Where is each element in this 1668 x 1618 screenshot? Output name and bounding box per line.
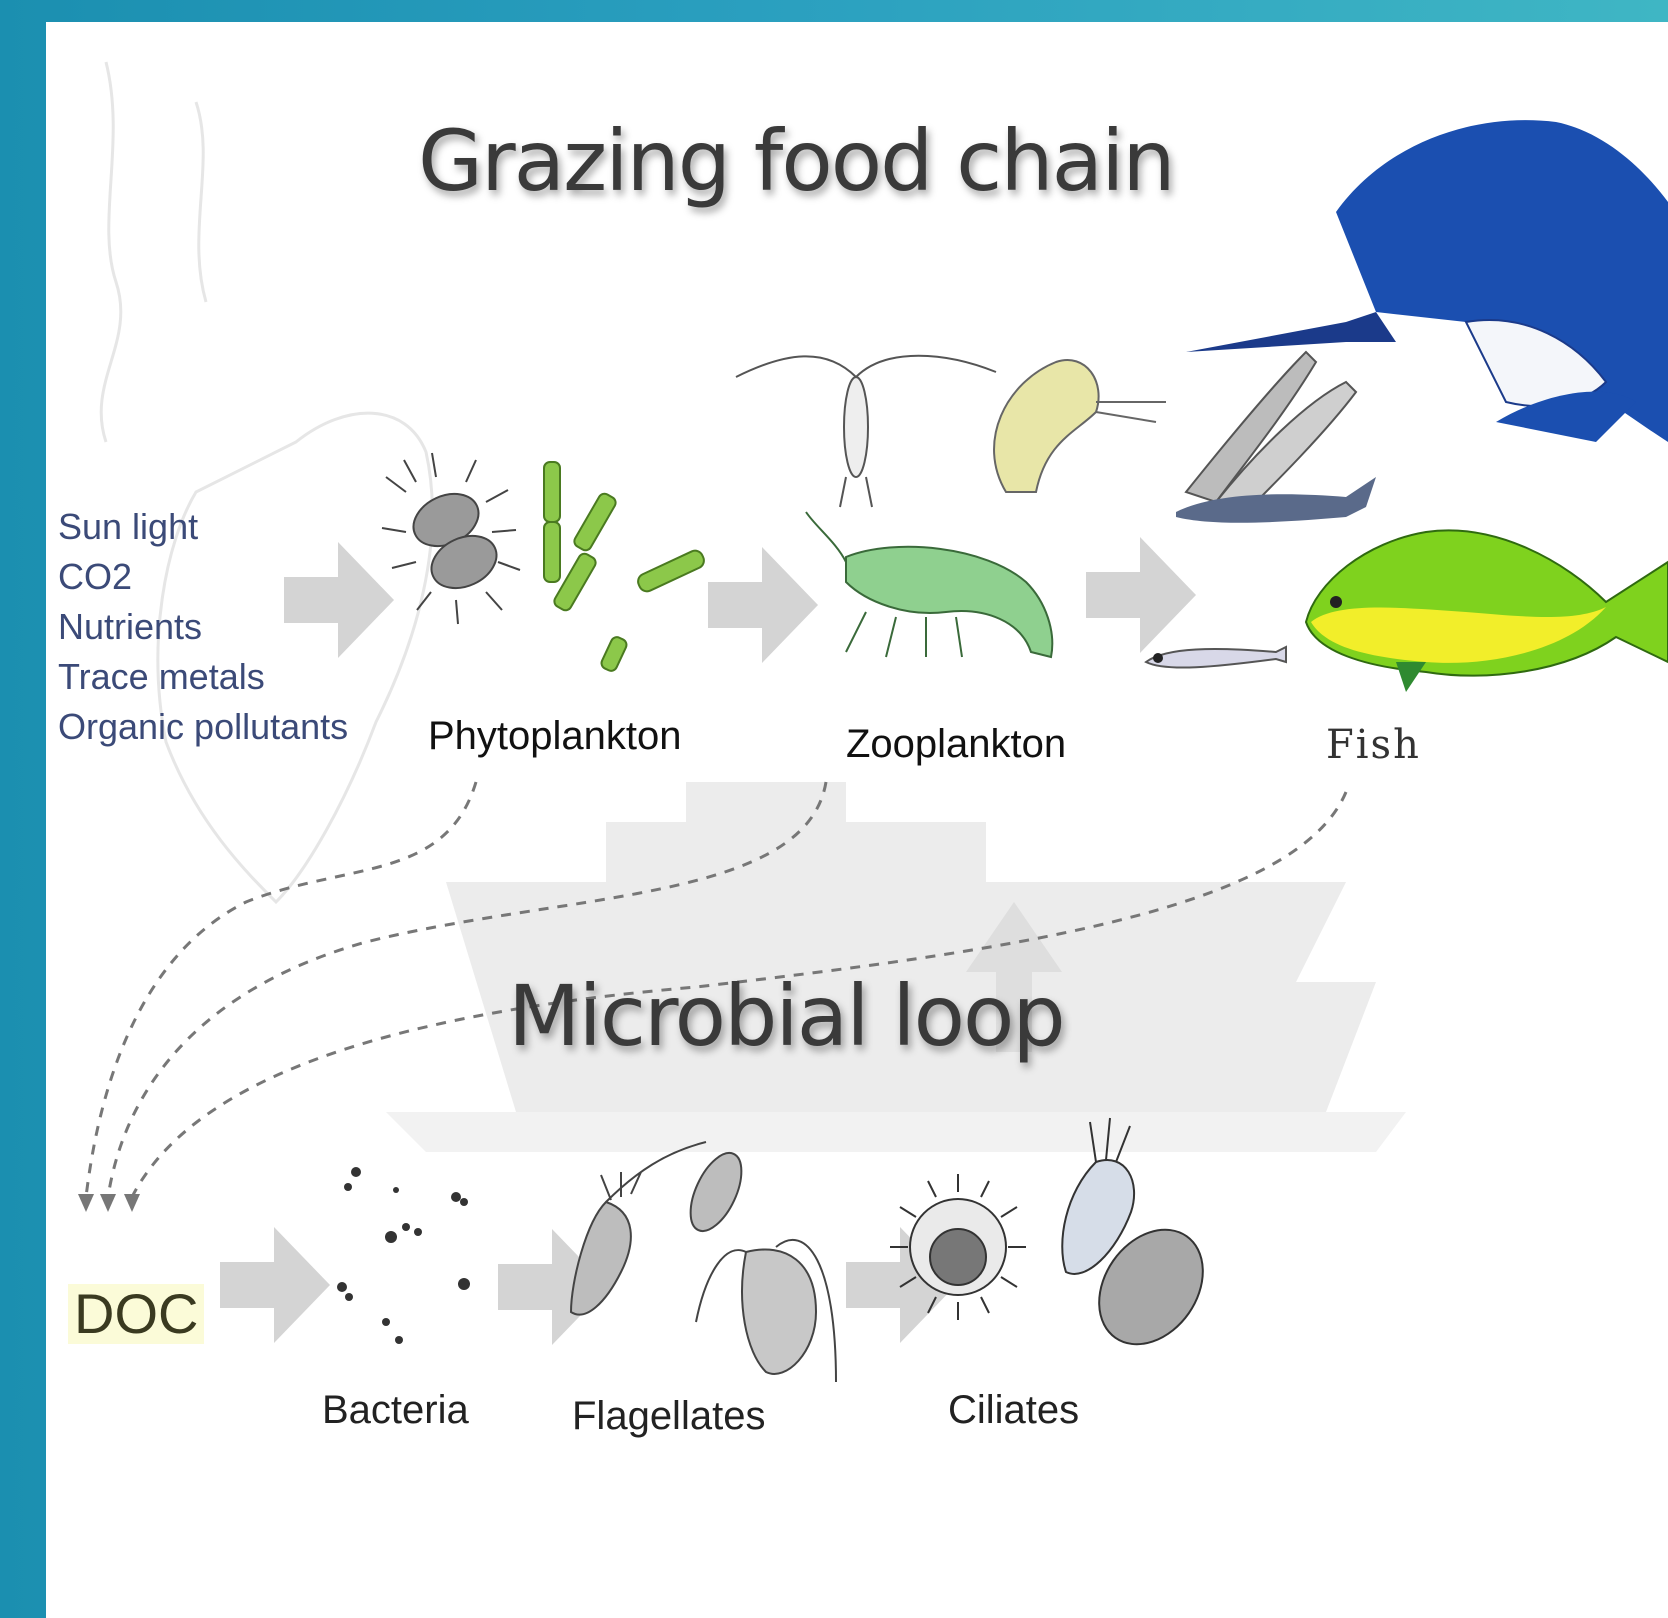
zooplankton-label: Zooplankton [846,722,1066,767]
arrow-doc-to-bacteria [220,1227,330,1343]
fish-illustration [1146,120,1668,692]
diagram-panel: Grazing food chain Microbial loop Sun li… [46,22,1668,1618]
doc-label: DOC [68,1284,204,1344]
fish-label: Fish [1326,722,1421,768]
larval-fish-drawing [1146,647,1286,668]
mahi-mahi-drawing [1306,530,1668,692]
arrow-zooplankton-to-fish [1086,537,1196,653]
doc-arrowheads [78,1194,140,1212]
input-co2: CO2 [58,552,348,602]
input-nutrients: Nutrients [58,602,348,652]
bacteria-label: Bacteria [322,1388,469,1433]
sailfish-drawing [1186,120,1668,442]
shrimp-drawing [806,512,1052,657]
input-sun-light: Sun light [58,502,348,552]
flagellates-label: Flagellates [572,1394,765,1439]
input-trace-metals: Trace metals [58,652,348,702]
flagellates-illustration [571,1142,836,1382]
phytoplankton-label: Phytoplankton [428,714,682,759]
background-map-outline [101,62,432,902]
ciliates-label: Ciliates [948,1388,1079,1433]
input-organic-pollutants: Organic pollutants [58,702,348,752]
grazing-food-chain-heading: Grazing food chain [418,112,1174,210]
flying-fish-drawing [1176,352,1376,523]
abiotic-inputs-list: Sun light CO2 Nutrients Trace metals Org… [58,502,348,752]
microbial-loop-heading: Microbial loop [508,967,1064,1065]
ciliates-illustration [890,1118,1224,1364]
food-web-illustration [46,22,1668,1618]
bacteria-illustration [337,1167,470,1344]
arrow-phytoplankton-to-zooplankton [708,547,818,663]
copepod-drawing [736,356,996,507]
krill-drawing [994,360,1166,492]
